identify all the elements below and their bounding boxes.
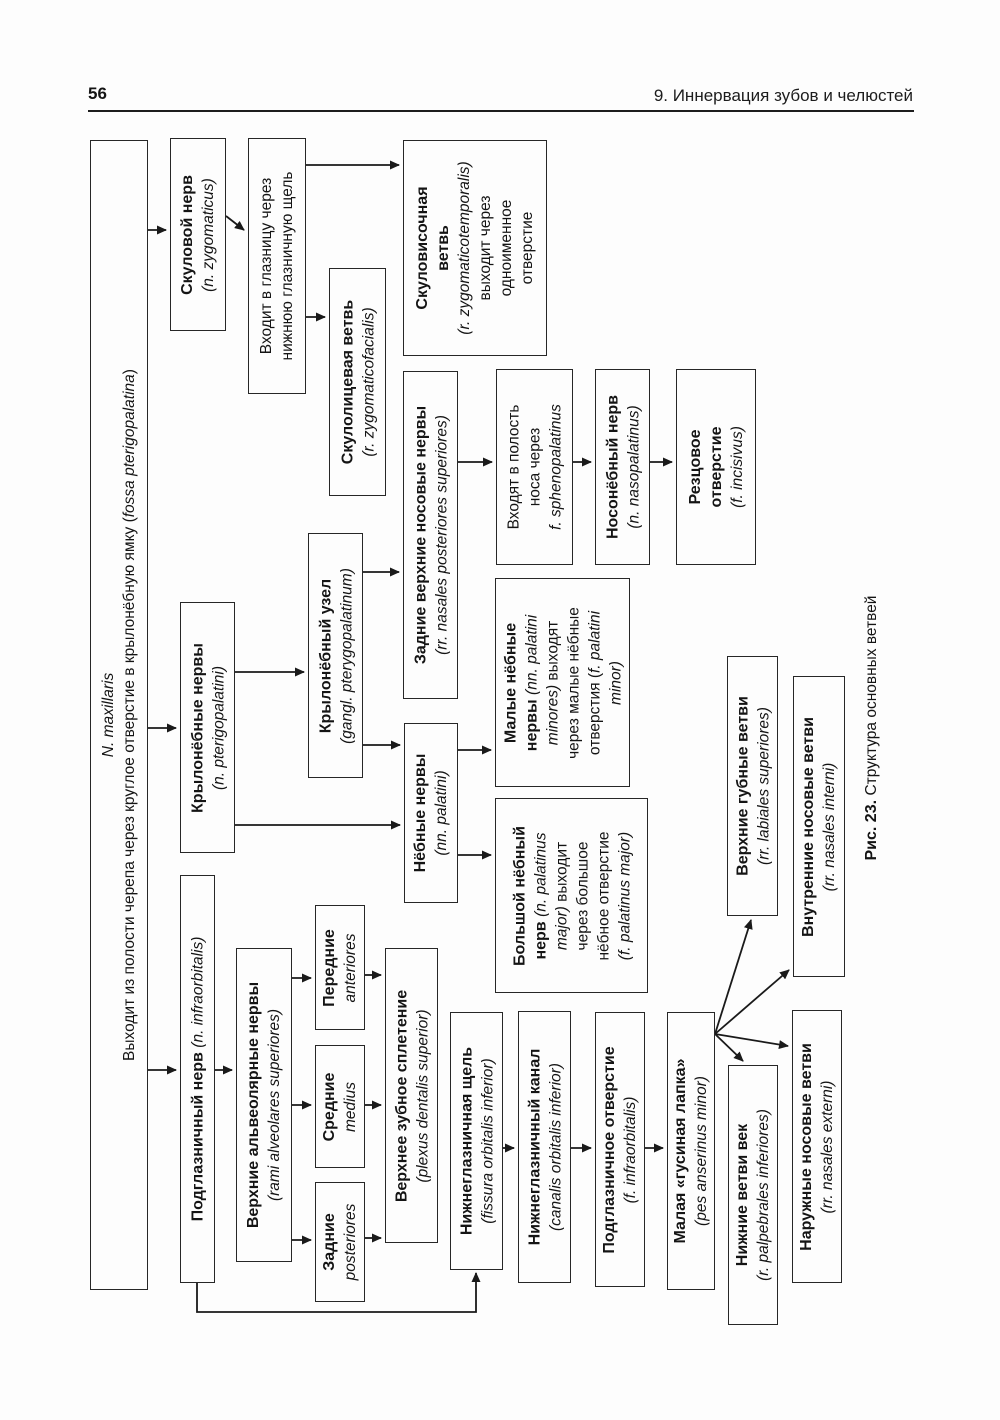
box-superior-alveolar-nerves: Верхние альвеолярные нервы(rami alveolar… <box>236 948 292 1262</box>
box-inferior-palpebral-branches-label: Нижние ветви век(r. palpebrales inferior… <box>734 1109 772 1281</box>
box-inferior-palpebral-branches: Нижние ветви век(r. palpebrales inferior… <box>728 1065 778 1325</box>
box-infraorbital-canal: Нижнеглазничный канал(canalis orbitalis … <box>518 1011 571 1283</box>
box-nasopalatine-nerve-label: Носонёбный нерв(n. nasopalatinus) <box>603 395 642 540</box>
box-palatine-nerves-label: Нёбные нервы(nn. palatini) <box>412 753 450 873</box>
box-posterior-superior-nasal-nerves-label: Задние верхние носовые нервы(rr. nasales… <box>411 405 450 665</box>
figure-caption: Рис. 23. Структура основных ветвей <box>855 570 887 885</box>
box-zygomaticofacial-branch: Скулолицевая ветвь(r. zygomaticofacialis… <box>329 268 386 496</box>
box-inferior-orbital-fissure: Нижнеглазничная щель(fissura orbitalis i… <box>450 1012 503 1270</box>
box-infraorbital-foramen: Подглазничное отверстие(f. infraorbitali… <box>595 1012 645 1287</box>
box-superior-labial-branches: Верхние губные ветви(rr. labiales superi… <box>727 656 778 916</box>
box-infraorbital-nerve: Подглазничный нерв (n. infraorbitalis) <box>180 875 215 1283</box>
box-external-nasal-branches-label: Наружные носовые ветви(rr. nasales exter… <box>798 1042 836 1251</box>
box-superior-labial-branches-label: Верхние губные ветви(rr. labiales superi… <box>733 696 772 876</box>
box-internal-nasal-branches: Внутренние носовые ветви(rr. nasales int… <box>793 676 845 977</box>
box-zygomatic-nerve-label: Скуловой нерв(n. zygomaticus) <box>179 174 217 295</box>
box-pterygopalatine-ganglion-label: Крылонёбный узел(gangl. pterygopalatinum… <box>316 567 355 744</box>
header-rule <box>88 110 914 112</box>
box-superior-dental-plexus: Верхнее зубное сплетение(plexus dentalis… <box>385 948 438 1243</box>
page-number: 56 <box>88 84 107 103</box>
figure-caption-label: Рис. 23. Структура основных ветвей <box>862 595 880 860</box>
box-infraorbital-nerve-label: Подглазничный нерв (n. infraorbitalis) <box>189 936 206 1222</box>
box-pterygopalatine-nerves: Крылонёбные нервы(n. pterigopalatini) <box>180 602 235 853</box>
box-palatine-nerves: Нёбные нервы(nn. palatini) <box>404 723 458 903</box>
box-inferior-orbital-fissure-label: Нижнеглазничная щель(fissura orbitalis i… <box>457 1046 496 1236</box>
box-infraorbital-canal-label: Нижнеглазничный канал(canalis orbitalis … <box>525 1048 564 1246</box>
box-pes-anserinus-minor: Малая «гусиная лапка»(pes anserinus mino… <box>667 1012 715 1290</box>
box-superior-dental-plexus-label: Верхнее зубное сплетение(plexus dentalis… <box>392 989 431 1202</box>
box-pes-anserinus-minor-label: Малая «гусиная лапка»(pes anserinus mino… <box>672 1058 710 1244</box>
box-external-nasal-branches: Наружные носовые ветви(rr. nasales exter… <box>792 1010 842 1283</box>
box-pterygopalatine-nerves-label: Крылонёбные нервы(n. pterigopalatini) <box>188 642 227 813</box>
box-internal-nasal-branches-label: Внутренние носовые ветви(rr. nasales int… <box>800 716 838 937</box>
box-zygomatic-nerve: Скуловой нерв(n. zygomaticus) <box>170 138 226 331</box>
box-posterior-superior-nasal-nerves: Задние верхние носовые нервы(rr. nasales… <box>403 371 458 699</box>
box-nasopalatine-nerve: Носонёбный нерв(n. nasopalatinus) <box>595 369 650 565</box>
box-pterygopalatine-ganglion: Крылонёбный узел(gangl. pterygopalatinum… <box>308 533 363 778</box>
box-infraorbital-foramen-label: Подглазничное отверстие(f. infraorbitali… <box>601 1045 639 1254</box>
box-zygomaticofacial-branch-label: Скулолицевая ветвь(r. zygomaticofacialis… <box>338 299 377 465</box>
box-superior-alveolar-nerves-label: Верхние альвеолярные нервы(rami alveolar… <box>245 981 283 1229</box>
chapter-header: 9. Иннервация зубов и челюстей <box>653 86 913 105</box>
